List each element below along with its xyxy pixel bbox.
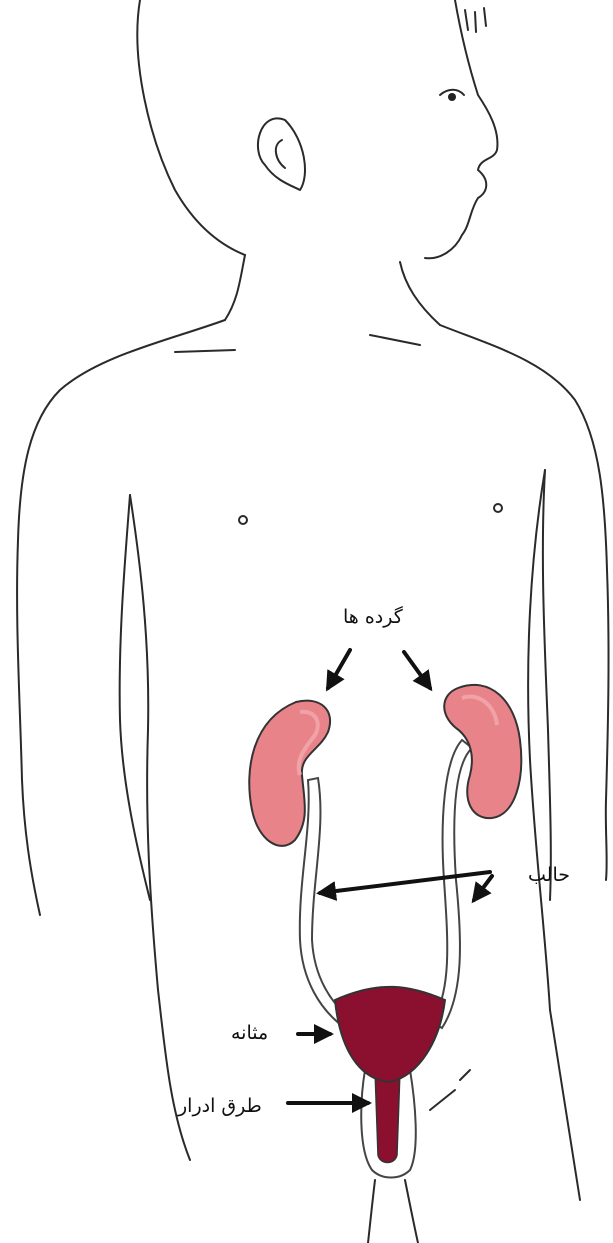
label-urethra: طرق ادرار [178, 1095, 262, 1117]
arrow-ureter-right [474, 876, 492, 900]
label-kidneys: گرده ها [343, 606, 403, 628]
label-ureter: حالب [528, 864, 570, 886]
arrow-kidney-left [328, 650, 350, 688]
bladder-group [335, 987, 445, 1178]
urethra [375, 1070, 400, 1163]
arrow-ureter-left [320, 872, 490, 893]
label-bladder: مثانه [231, 1022, 268, 1044]
arrow-kidney-right [404, 652, 430, 688]
bladder [335, 987, 445, 1082]
kidneys [249, 685, 521, 846]
body-outline [17, 0, 608, 1243]
